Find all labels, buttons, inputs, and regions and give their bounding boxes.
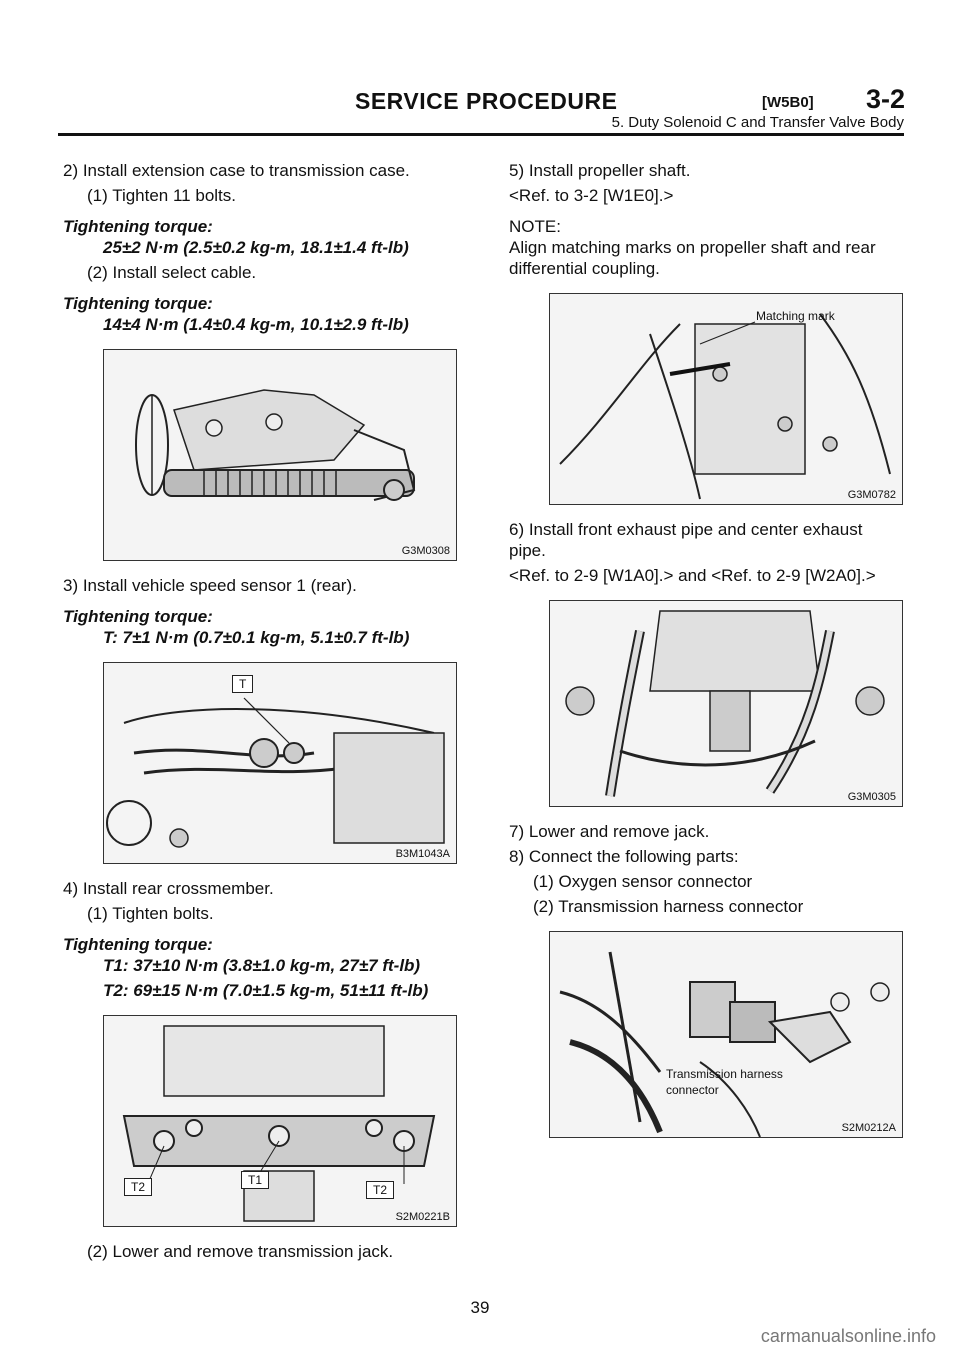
torque-label: Tightening torque: <box>63 607 213 626</box>
step-7: 7) Lower and remove jack. <box>509 822 710 841</box>
step-8: 8) Connect the following parts: <box>509 847 739 866</box>
step-6: 6) Install front exhaust pipe and center… <box>509 520 863 560</box>
step-4: 4) Install rear crossmember. <box>63 879 274 898</box>
step-2-1: (1) Tighten 11 bolts. <box>87 186 236 205</box>
header-section: 3-2 <box>866 84 906 114</box>
step-8-1: (1) Oxygen sensor connector <box>533 872 753 891</box>
callout-matching-mark: Matching mark <box>756 309 835 323</box>
torque-label: Tightening torque: <box>63 935 213 954</box>
torque-value-b: 14±4 N·m (1.4±0.4 kg-m, 10.1±2.9 ft-lb) <box>103 315 409 334</box>
select-cable-illustration <box>135 389 416 501</box>
speed-sensor-illustration <box>106 697 445 848</box>
torque-label: Tightening torque: <box>63 294 213 313</box>
note-label: NOTE: <box>509 217 561 236</box>
figure-code: G3M0305 <box>845 791 898 803</box>
callout-harness-line1: Transmission harness <box>666 1067 783 1081</box>
figure-exhaust-pipe: G3M0305 <box>549 600 903 807</box>
figure-code: G3M0782 <box>845 489 898 501</box>
right-column: 5) Install propeller shaft. <Ref. to 3-2… <box>509 160 903 1152</box>
figure-speed-sensor: T B3M1043A <box>103 662 457 864</box>
header-subtitle: 5. Duty Solenoid C and Transfer Valve Bo… <box>611 114 904 131</box>
step-2-2: (2) Install select cable. <box>87 263 257 282</box>
figure-propeller-shaft: Matching mark G3M0782 <box>549 293 903 505</box>
step-8-2: (2) Transmission harness connector <box>533 897 804 916</box>
exhaust-pipe-illustration <box>565 610 885 797</box>
note-text: Align matching marks on propeller shaft … <box>509 238 876 278</box>
step-5: 5) Install propeller shaft. <box>509 161 691 180</box>
torque-value-d1: T1: 37±10 N·m (3.8±1.0 kg-m, 27±7 ft-lb) <box>103 956 421 975</box>
left-column: 2) Install extension case to transmissio… <box>63 160 457 1266</box>
callout-t2-left: T2 <box>124 1178 153 1196</box>
figure-code: S2M0212A <box>839 1122 898 1134</box>
torque-value-c: T: 7±1 N·m (0.7±0.1 kg-m, 5.1±0.7 ft-lb) <box>103 628 410 647</box>
header-rule <box>58 133 904 136</box>
header-title: SERVICE PROCEDURE <box>355 88 618 114</box>
header-code: [W5B0] <box>762 94 814 111</box>
callout-harness-line2: connector <box>666 1083 719 1097</box>
callout-t1: T1 <box>241 1171 270 1189</box>
callout-t2-right: T2 <box>366 1181 395 1199</box>
step-5-ref: <Ref. to 3-2 [W1E0].> <box>509 186 674 205</box>
torque-value-d2: T2: 69±15 N·m (7.0±1.5 kg-m, 51±11 ft-lb… <box>103 981 429 1000</box>
propeller-shaft-illustration <box>559 313 891 500</box>
figure-select-cable: G3M0308 <box>103 349 457 561</box>
harness-connector-illustration <box>559 951 890 1137</box>
step-3: 3) Install vehicle speed sensor 1 (rear)… <box>63 576 357 595</box>
step-4-1: (1) Tighten bolts. <box>87 904 214 923</box>
crossmember-illustration <box>122 1025 436 1222</box>
figure-code: G3M0308 <box>399 545 452 557</box>
figure-harness-connector: Transmission harness connector S2M0212A <box>549 931 903 1138</box>
torque-value-a: 25±2 N·m (2.5±0.2 kg-m, 18.1±1.4 ft-lb) <box>103 238 409 257</box>
step-4-2: (2) Lower and remove transmission jack. <box>87 1242 394 1261</box>
step-2: 2) Install extension case to transmissio… <box>63 161 410 180</box>
page-header: SERVICE PROCEDURE [W5B0] 3-2 5. Duty Sol… <box>0 0 960 140</box>
callout-t: T <box>232 675 254 693</box>
footer-watermark: carmanualsonline.info <box>760 1326 936 1346</box>
page-number: 39 <box>470 1298 490 1317</box>
figure-rear-crossmember: T2 T1 T2 S2M0221B <box>103 1015 457 1227</box>
torque-label: Tightening torque: <box>63 217 213 236</box>
step-6-ref: <Ref. to 2-9 [W1A0].> and <Ref. to 2-9 [… <box>509 566 876 585</box>
figure-code: B3M1043A <box>393 848 452 860</box>
figure-code: S2M0221B <box>393 1211 452 1223</box>
